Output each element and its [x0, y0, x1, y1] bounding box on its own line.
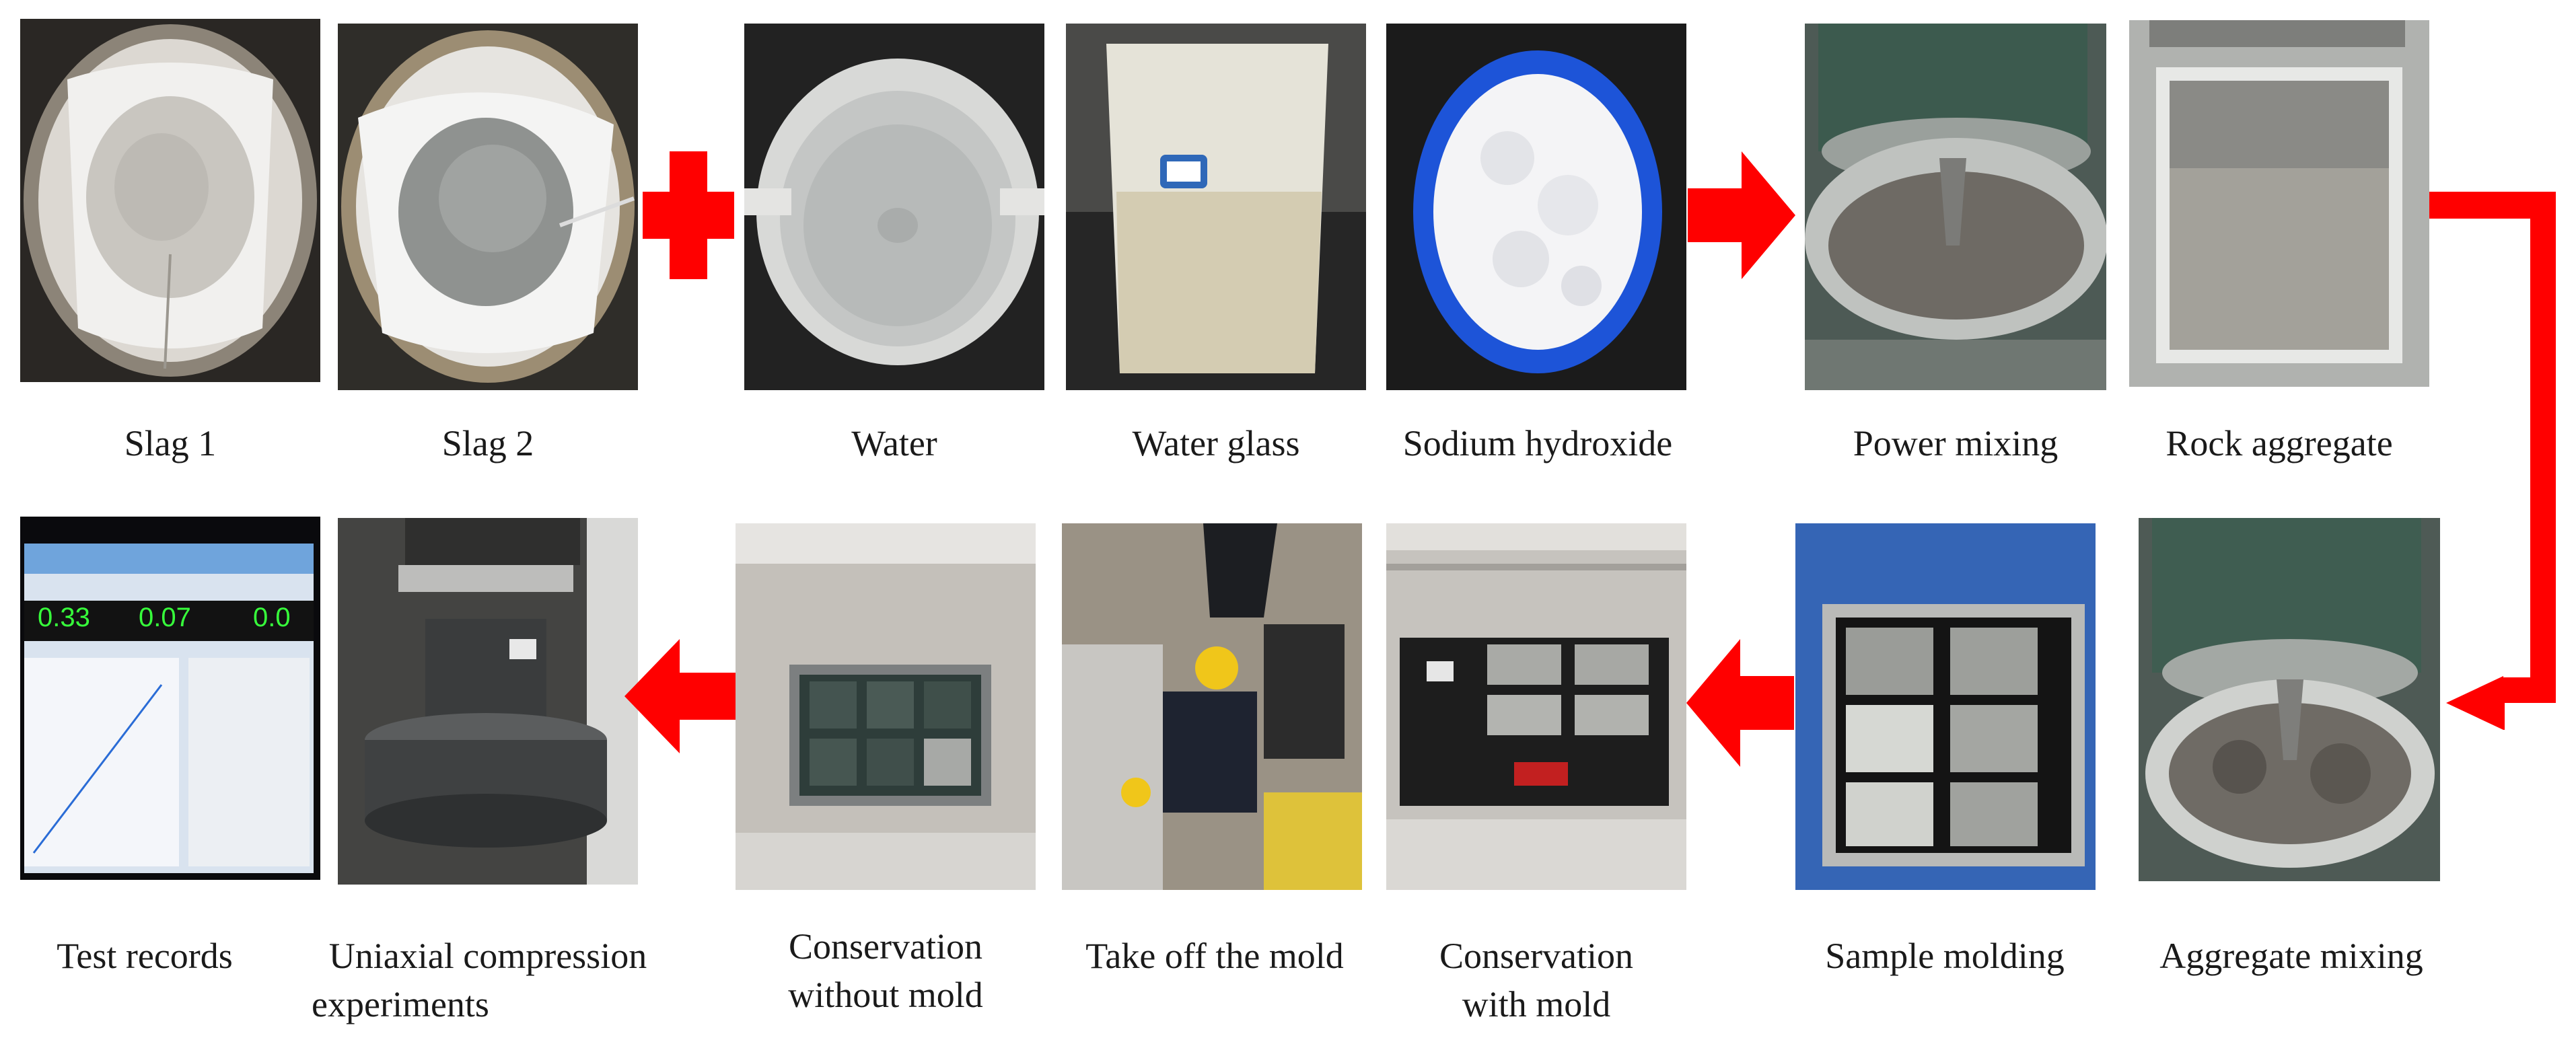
arrow-right-icon	[1688, 151, 1795, 279]
water-photo	[744, 24, 1044, 390]
step-label: Power mixing	[1853, 423, 2059, 463]
water-glass-photo	[1066, 24, 1366, 390]
slag-2-photo	[338, 24, 638, 390]
step-label: Water	[851, 423, 937, 463]
step-label: Sodium hydroxide	[1402, 423, 1673, 463]
step-label: Slag 2	[441, 423, 534, 463]
arrow-left-icon	[624, 639, 736, 753]
conservation-with-mold-photo	[1386, 523, 1686, 890]
sample-molding-photo	[1795, 523, 2096, 890]
step-label: Water glass	[1132, 423, 1300, 463]
screen-reading-2: 0.07	[139, 603, 191, 632]
uniaxial-compression-photo	[338, 518, 638, 885]
step-label: Conservation	[789, 926, 982, 967]
step-label: with mold	[1462, 984, 1611, 1024]
screen-reading-1: 0.33	[38, 603, 90, 632]
arrow-elbow-down-icon	[2429, 192, 2556, 730]
take-off-mold-photo	[1062, 523, 1362, 890]
sodium-hydroxide-photo	[1386, 24, 1686, 390]
aggregate-mixing-photo	[2139, 518, 2440, 881]
screen-reading-3: 0.0	[253, 603, 291, 632]
rock-aggregate-photo	[2129, 20, 2429, 387]
step-label: Take off the mold	[1085, 936, 1344, 976]
step-label: Test records	[57, 936, 233, 976]
power-mixing-photo	[1805, 24, 2106, 390]
test-records-photo: 0.33 0.07 0.0	[20, 517, 320, 880]
conservation-without-mold-photo	[736, 523, 1036, 890]
plus-icon	[643, 151, 734, 279]
step-label: Rock aggregate	[2166, 423, 2393, 463]
step-label: Conservation	[1439, 936, 1633, 976]
step-label: Uniaxial compression	[328, 936, 647, 976]
step-label: Aggregate mixing	[2159, 936, 2423, 976]
arrow-left-icon	[1686, 639, 1794, 767]
step-label: Sample molding	[1825, 936, 2065, 976]
slag-1-photo	[20, 19, 320, 382]
step-label: without mold	[788, 975, 983, 1015]
step-label: experiments	[312, 984, 489, 1024]
step-label: Slag 1	[124, 423, 217, 463]
